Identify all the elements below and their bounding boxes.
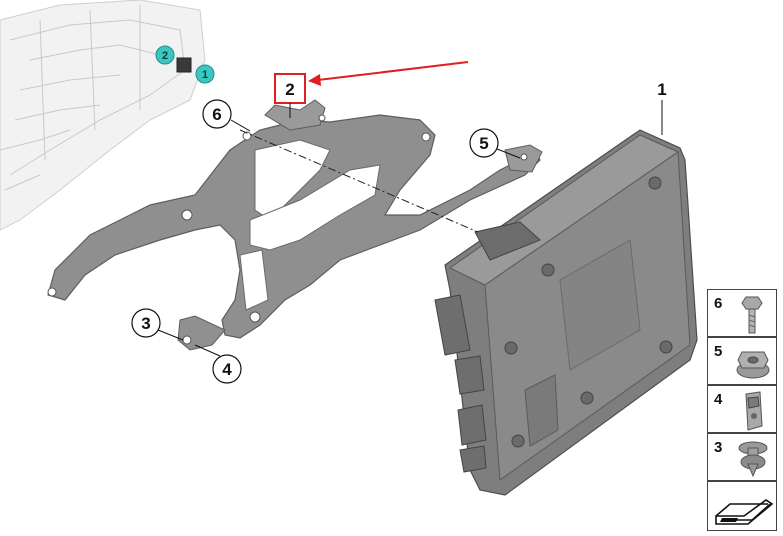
svg-text:3: 3: [141, 314, 150, 333]
assembly-guide-line: [239, 129, 479, 233]
locator-badge-1: 1: [195, 64, 215, 84]
screw-icon: [741, 296, 763, 334]
callout-2: 2: [285, 80, 294, 99]
legend-item-3[interactable]: 3: [707, 433, 777, 481]
bracket: [47, 99, 543, 351]
svg-text:4: 4: [222, 360, 232, 379]
svg-text:5: 5: [479, 134, 488, 153]
callout-3: 3: [131, 308, 184, 341]
callout-4: 4: [194, 344, 242, 384]
car-body-locator: [0, 0, 206, 231]
control-unit: [434, 129, 698, 496]
highlight-arrow: [317, 61, 469, 81]
expanding-nut-icon: [738, 441, 768, 478]
arrow-head: [308, 74, 321, 86]
legend-number: 5: [714, 343, 723, 360]
legend-nav-arrow[interactable]: [707, 481, 777, 531]
legend-item-4[interactable]: 4: [707, 385, 777, 433]
callout-6: 6: [202, 99, 251, 132]
callout-1: 1: [657, 80, 667, 135]
legend-number: 4: [714, 391, 723, 408]
clip-nut-icon: [745, 391, 763, 431]
arrow-graphic-icon: [715, 499, 774, 525]
legend-item-5[interactable]: 5: [707, 337, 777, 385]
svg-text:1: 1: [202, 69, 208, 81]
callout-5: 5: [469, 128, 521, 159]
parts-legend: 6 5 4 3: [707, 289, 777, 531]
flange-nut-icon: [736, 351, 770, 379]
svg-text:6: 6: [212, 105, 221, 124]
locator-badge-2: 2: [155, 45, 175, 65]
svg-text:2: 2: [162, 50, 168, 62]
legend-number: 3: [714, 439, 723, 456]
legend-number: 6: [714, 295, 723, 312]
svg-text:1: 1: [657, 80, 666, 99]
legend-item-6[interactable]: 6: [707, 289, 777, 337]
